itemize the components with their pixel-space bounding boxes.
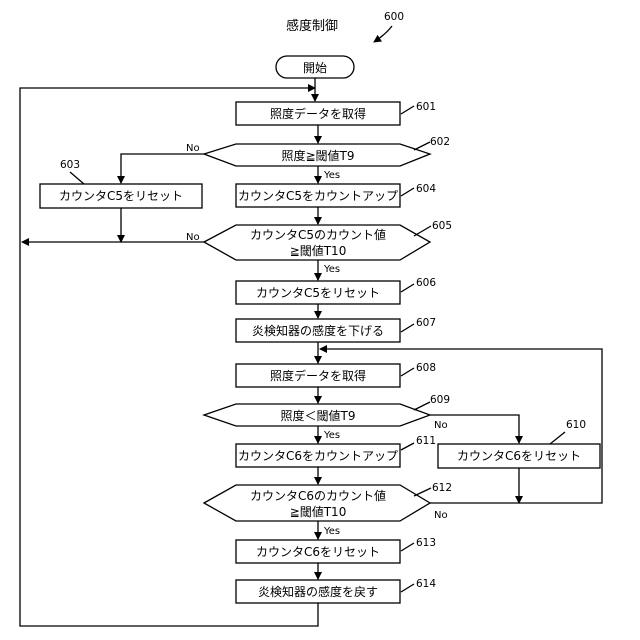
decision-612-ref: 612 <box>432 482 452 494</box>
decision-609-label: 照度＜閾値T9 <box>281 408 356 423</box>
arrow-602-no-to-603 <box>121 154 204 183</box>
step-604-label: カウンタC5をカウントアップ <box>238 189 398 203</box>
decision-605-leader <box>414 226 431 236</box>
decision-602-label: 照度≧閾値T9 <box>281 148 354 163</box>
decision-612-leader <box>414 488 431 496</box>
decision-612-no: No <box>434 510 448 521</box>
step-601-ref: 601 <box>416 101 436 113</box>
decision-609-yes: Yes <box>323 430 340 441</box>
step-606-leader <box>401 284 414 292</box>
step-613-ref: 613 <box>416 537 436 549</box>
decision-605-line2: ≧閾値T10 <box>290 243 347 258</box>
decision-612-yes: Yes <box>323 526 340 537</box>
step-614-ref: 614 <box>416 578 436 590</box>
step-610-leader <box>550 432 565 444</box>
step-613-label: カウンタC6をリセット <box>256 545 380 559</box>
step-603-ref: 603 <box>60 159 80 171</box>
decision-602-yes: Yes <box>323 170 340 181</box>
step-610-ref: 610 <box>566 419 586 431</box>
decision-602-leader <box>414 142 430 150</box>
decision-605-yes: Yes <box>323 264 340 275</box>
step-604-ref: 604 <box>416 183 436 195</box>
start-label: 開始 <box>303 61 327 75</box>
step-608-leader <box>401 368 414 376</box>
decision-612-line1: カウンタC6のカウント値 <box>250 488 386 503</box>
decision-605-line1: カウンタC5のカウント値 <box>250 227 386 242</box>
decision-602-ref: 602 <box>430 136 450 148</box>
figure-number: 600 <box>384 11 404 23</box>
decision-609-leader <box>414 402 430 410</box>
step-601-leader <box>401 106 414 114</box>
step-607-label: 炎検知器の感度を下げる <box>252 323 384 338</box>
step-601-label: 照度データを取得 <box>270 106 366 121</box>
step-606-label: カウンタC5をリセット <box>256 286 380 300</box>
step-613-leader <box>401 543 414 551</box>
step-604-leader <box>401 188 414 196</box>
step-614-leader <box>401 584 414 592</box>
step-607-ref: 607 <box>416 317 436 329</box>
step-610-label: カウンタC6をリセット <box>457 449 581 463</box>
decision-602-no: No <box>186 143 200 154</box>
decision-609-ref: 609 <box>430 394 450 406</box>
figure-number-leader <box>374 26 392 42</box>
step-603-leader <box>70 172 84 184</box>
step-608-ref: 608 <box>416 362 436 374</box>
step-607-leader <box>401 324 414 332</box>
step-606-ref: 606 <box>416 277 436 289</box>
step-608-label: 照度データを取得 <box>270 368 366 383</box>
step-611-leader <box>401 443 414 450</box>
decision-612-line2: ≧閾値T10 <box>290 504 347 519</box>
step-611-ref: 611 <box>416 435 436 447</box>
step-603-label: カウンタC5をリセット <box>59 189 183 203</box>
flowchart-title: 感度制御 <box>286 18 338 34</box>
decision-605-ref: 605 <box>432 220 452 232</box>
step-611-label: カウンタC6をカウントアップ <box>238 449 398 463</box>
decision-609-no: No <box>434 420 448 431</box>
step-614-label: 炎検知器の感度を戻す <box>258 584 378 599</box>
